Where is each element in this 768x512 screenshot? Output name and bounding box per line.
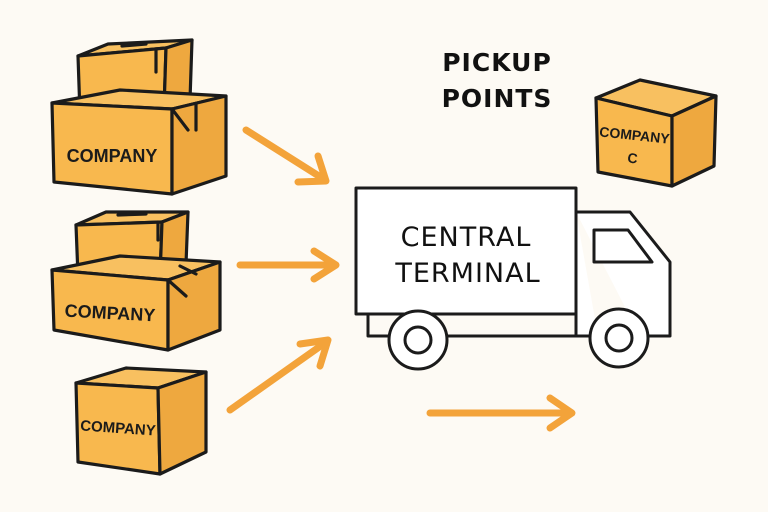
truck-label-line-1: CENTRAL [401,222,532,253]
company-label-3: COMPANY [80,417,157,439]
truck-cargo-box [354,186,578,316]
company-label-2: COMPANY [64,301,156,326]
company-box-stack-1: COMPANY [50,38,228,196]
pickup-points-title: PICKUP POINTS [442,48,553,113]
box-large-bottom-2 [50,254,222,352]
truck-label-line-2: TERMINAL [394,258,540,289]
company-c-box: COMPANY C [594,78,718,188]
arrows-to-terminal [226,126,340,414]
company-c-label-line-1: COMPANY [599,123,671,146]
arrow-from-stack-2 [236,247,340,283]
company-box-stack-2: COMPANY [50,210,222,352]
title-line-1: PICKUP [442,48,552,77]
company-box-3: COMPANY [74,366,208,476]
box-large-bottom-1 [50,88,228,196]
title-line-2: POINTS [442,84,553,113]
company-label-1: COMPANY [67,146,158,166]
company-c-label-line-2: C [627,150,639,167]
delivery-truck: CENTRAL TERMINAL [354,186,672,371]
arrow-from-box-3 [226,336,332,414]
truck-window [592,228,654,264]
arrow-outgoing [426,394,576,432]
arrow-from-stack-1 [242,126,330,186]
